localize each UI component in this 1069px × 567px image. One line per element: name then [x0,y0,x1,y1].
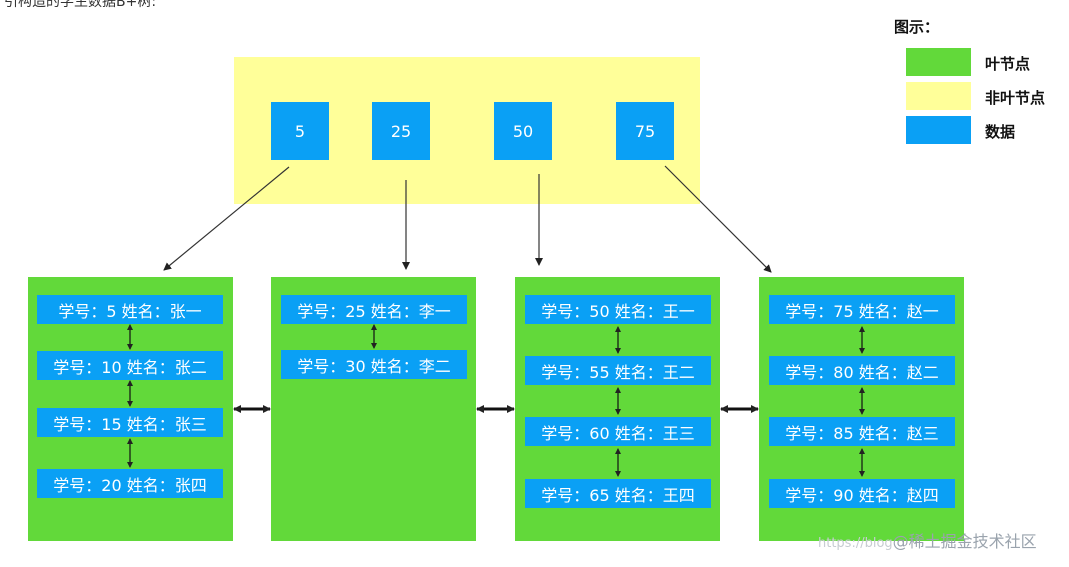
leaf-record: 学号：25 姓名：李一 [281,295,467,324]
leaf-record: 学号：60 姓名：王三 [525,417,711,446]
leaf-record: 学号：50 姓名：王一 [525,295,711,324]
leaf-record: 学号：65 姓名：王四 [525,479,711,508]
legend-swatch-nonleaf [906,82,971,110]
legend-label-leaf: 叶节点 [985,55,1031,73]
leaf-record: 学号：10 姓名：张二 [37,351,223,380]
leaf-record: 学号：55 姓名：王二 [525,356,711,385]
leaf-record: 学号：75 姓名：赵一 [769,295,955,324]
root-key: 50 [494,102,552,160]
leaf-record: 学号：5 姓名：张一 [37,295,223,324]
leaf-record: 学号：30 姓名：李二 [281,350,467,379]
legend-title: 图示： [894,18,940,36]
legend-swatch-data [906,116,971,144]
watermark: https://blog@稀土掘金技术社区 [818,528,1037,552]
leaf-record: 学号：85 姓名：赵三 [769,417,955,446]
leaf-record: 学号：90 姓名：赵四 [769,479,955,508]
legend-swatch-leaf [906,48,971,76]
top-caption: 引构造的学生数据B+树: [4,0,157,10]
root-key: 75 [616,102,674,160]
root-key: 5 [271,102,329,160]
root-key: 25 [372,102,430,160]
legend-label-data: 数据 [985,123,1016,141]
leaf-record: 学号：80 姓名：赵二 [769,356,955,385]
leaf-record: 学号：20 姓名：张四 [37,469,223,498]
leaf-record: 学号：15 姓名：张三 [37,408,223,437]
watermark-url: https://blog [818,536,893,551]
watermark-text: @稀土掘金技术社区 [892,532,1037,551]
legend-label-nonleaf: 非叶节点 [985,89,1046,107]
